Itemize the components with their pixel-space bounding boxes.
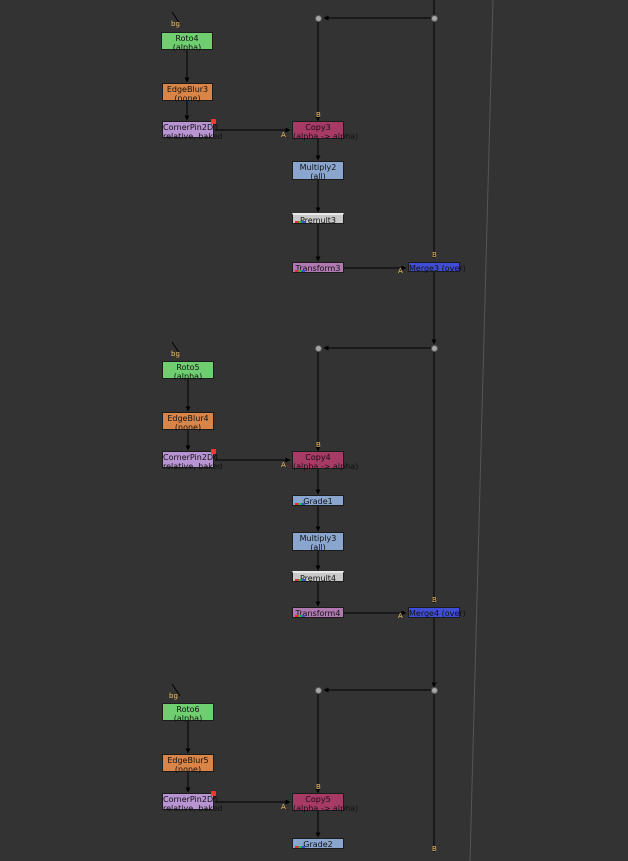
channels-indicator-icon bbox=[295, 503, 305, 505]
node-title: Copy5 bbox=[305, 795, 331, 804]
node-subtitle: (alpha) bbox=[172, 43, 202, 52]
node-subtitle: (alpha) bbox=[173, 372, 203, 381]
node-title: Roto5 bbox=[176, 363, 200, 372]
dot-node-2a[interactable] bbox=[315, 345, 322, 352]
node-title: Transform3 bbox=[295, 264, 341, 273]
cornerpin-node[interactable]: CornerPin2D5 relative, baked bbox=[162, 791, 223, 813]
roto-node[interactable]: Roto4 (alpha) bbox=[161, 32, 213, 52]
merge-node[interactable]: Merge4 (over) bbox=[408, 607, 466, 618]
keyframe-badge-icon bbox=[211, 449, 216, 454]
node-subtitle: relative, baked bbox=[163, 132, 223, 141]
node-title: Premult3 bbox=[299, 216, 337, 225]
premult-node[interactable]: Premult3 bbox=[292, 213, 344, 225]
node-subtitle: (none) bbox=[174, 765, 202, 774]
edgeblur-node[interactable]: EdgeBlur3 (none) bbox=[162, 83, 213, 103]
node-title: Grade2 bbox=[303, 840, 333, 849]
input-a-label: A bbox=[281, 461, 286, 469]
input-a-label: A bbox=[281, 131, 286, 139]
input-b-label: B bbox=[432, 251, 437, 259]
edgeblur-node[interactable]: EdgeBlur5 (none) bbox=[162, 754, 214, 774]
copy-node[interactable]: Copy3 (alpha -> alpha) bbox=[292, 121, 359, 141]
node-subtitle: (none) bbox=[174, 94, 201, 103]
cornerpin-node[interactable]: CornerPin2D4 relative, baked bbox=[162, 449, 223, 471]
node-subtitle: (all) bbox=[310, 172, 326, 181]
transform-node[interactable]: Transform3 bbox=[292, 262, 344, 273]
node-subtitle: relative, baked bbox=[163, 804, 223, 813]
node-title: Multiply2 bbox=[299, 163, 337, 172]
node-title: Premult4 bbox=[299, 574, 337, 583]
node-title: CornerPin2D3 bbox=[163, 123, 219, 132]
node-title: Transform4 bbox=[295, 609, 341, 618]
node-title: CornerPin2D4 bbox=[163, 453, 219, 462]
merge-node[interactable]: Merge3 (over) bbox=[408, 262, 466, 273]
input-a-label: A bbox=[398, 612, 403, 620]
channels-indicator-icon bbox=[295, 221, 305, 223]
bg-input-label: bg bbox=[171, 20, 180, 28]
channels-indicator-icon bbox=[295, 579, 305, 581]
channels-indicator-icon bbox=[295, 270, 305, 272]
input-a-label: A bbox=[398, 267, 403, 275]
input-b-label: B bbox=[432, 596, 437, 604]
node-title: EdgeBlur4 bbox=[167, 414, 209, 423]
node-title: Merge4 (over) bbox=[409, 609, 466, 618]
copy-node[interactable]: Copy4 (alpha -> alpha) bbox=[292, 451, 359, 471]
dot-node-3b[interactable] bbox=[431, 687, 438, 694]
copy-node[interactable]: Copy5 (alpha -> alpha) bbox=[292, 793, 359, 813]
bg-input-label: bg bbox=[169, 692, 178, 700]
node-title: CornerPin2D5 bbox=[163, 795, 219, 804]
node-title: Merge3 (over) bbox=[409, 264, 466, 273]
input-b-label: B bbox=[316, 441, 321, 449]
node-title: EdgeBlur5 bbox=[167, 756, 209, 765]
dot-node-1a[interactable] bbox=[315, 15, 322, 22]
node-title: Multiply3 bbox=[299, 534, 337, 543]
input-b-label: B bbox=[316, 783, 321, 791]
input-b-label: B bbox=[316, 111, 321, 119]
node-title: Copy4 bbox=[305, 453, 331, 462]
node-title: EdgeBlur3 bbox=[166, 85, 209, 94]
node-subtitle: (none) bbox=[174, 423, 202, 432]
node-title: Copy3 bbox=[305, 123, 331, 132]
multiply-node[interactable]: Multiply2 (all) bbox=[292, 161, 344, 181]
node-title: Roto6 bbox=[176, 705, 200, 714]
node-subtitle: (alpha -> alpha) bbox=[293, 804, 359, 813]
node-title: Roto4 bbox=[175, 34, 199, 43]
channels-indicator-icon bbox=[295, 615, 305, 617]
dot-node-2b[interactable] bbox=[431, 345, 438, 352]
transform-node[interactable]: Transform4 bbox=[292, 607, 344, 618]
bg-input-label: bg bbox=[171, 350, 180, 358]
premult-node[interactable]: Premult4 bbox=[292, 571, 344, 583]
cornerpin-node[interactable]: CornerPin2D3 relative, baked bbox=[162, 119, 223, 141]
node-subtitle: relative, baked bbox=[163, 462, 223, 471]
grade-node[interactable]: Grade1 bbox=[292, 495, 344, 506]
node-subtitle: (all) bbox=[310, 543, 326, 552]
node-title: Grade1 bbox=[303, 497, 333, 506]
node-subtitle: (alpha) bbox=[173, 714, 203, 723]
dot-node-3a[interactable] bbox=[315, 687, 322, 694]
node-subtitle: (alpha -> alpha) bbox=[293, 462, 359, 471]
grade-node[interactable]: Grade2 bbox=[292, 838, 344, 849]
channels-indicator-icon bbox=[295, 846, 305, 848]
multiply-node[interactable]: Multiply3 (all) bbox=[292, 532, 344, 552]
dot-node-1b[interactable] bbox=[431, 15, 438, 22]
input-a-label: A bbox=[281, 803, 286, 811]
roto-node[interactable]: Roto6 (alpha) bbox=[162, 703, 214, 723]
keyframe-badge-icon bbox=[211, 119, 216, 124]
node-subtitle: (alpha -> alpha) bbox=[293, 132, 359, 141]
edgeblur-node[interactable]: EdgeBlur4 (none) bbox=[162, 412, 214, 432]
keyframe-badge-icon bbox=[211, 791, 216, 796]
input-b-label: B bbox=[432, 845, 437, 853]
roto-node[interactable]: Roto5 (alpha) bbox=[162, 361, 214, 381]
